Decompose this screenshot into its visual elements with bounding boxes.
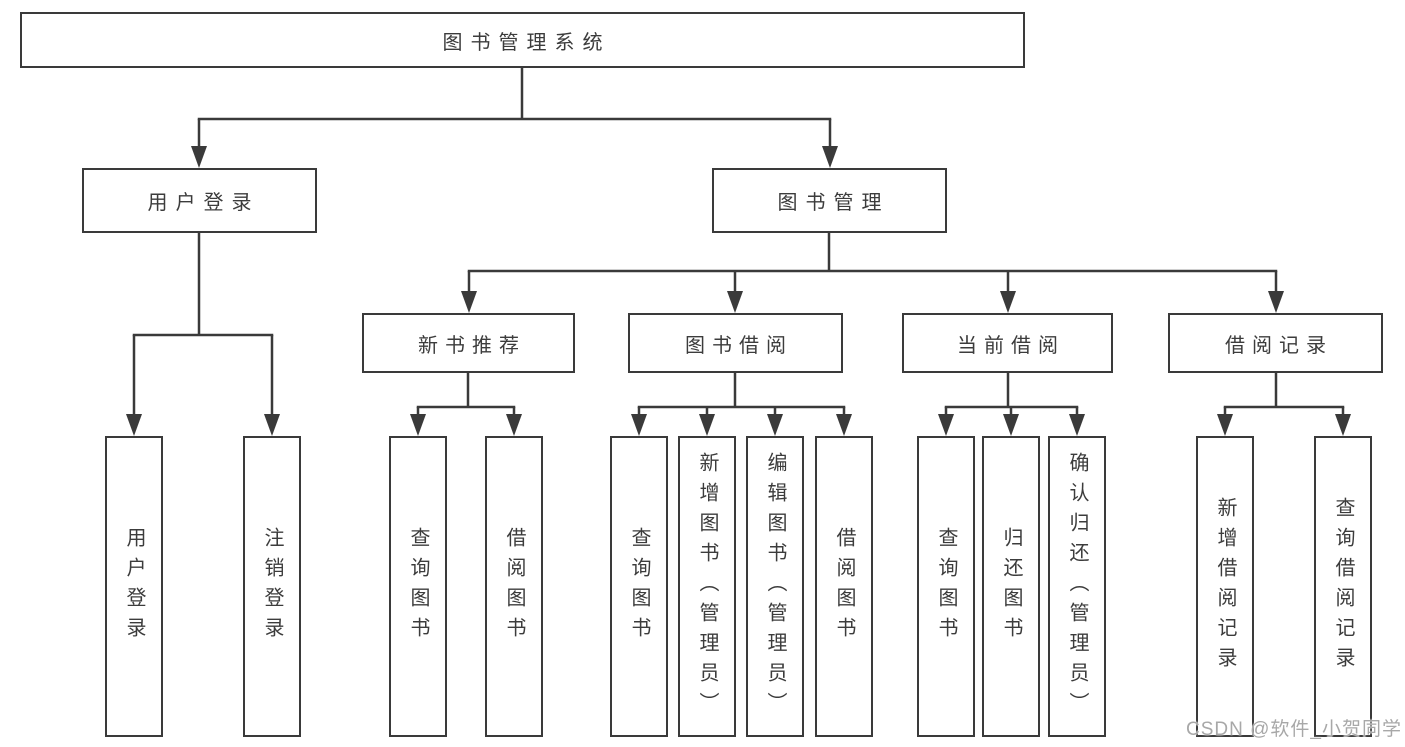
leaf-label: 新增借阅记录 [1214,496,1236,677]
leaf-add-books-admin: 新增图书（管理员） [678,436,736,737]
leaf-return-books: 归还图书 [982,436,1040,737]
leaf-borrow-books: 借阅图书 [485,436,543,737]
leaf-borrow-books: 借阅图书 [815,436,873,737]
node-current-borrow: 当前借阅 [902,313,1113,373]
leaf-query-borrow-record: 查询借阅记录 [1314,436,1372,737]
leaf-query-books: 查询图书 [389,436,447,737]
node-borrow-records: 借阅记录 [1168,313,1383,373]
csdn-watermark: CSDN @软件_小贺同学 [1186,719,1402,740]
node-book-management: 图书管理 [712,168,947,233]
leaf-label: 编辑图书（管理员） [764,451,786,722]
node-library-system: 图书管理系统 [20,12,1025,68]
leaf-label: 查询图书 [628,526,650,647]
node-book-borrow: 图书借阅 [628,313,843,373]
leaf-label: 查询图书 [407,526,429,647]
leaf-label: 确认归还（管理员） [1066,451,1088,722]
leaf-label: 用户登录 [123,526,145,647]
leaf-query-books: 查询图书 [610,436,668,737]
leaf-label: 归还图书 [1000,526,1022,647]
leaf-label: 借阅图书 [503,526,525,647]
leaf-label: 借阅图书 [833,526,855,647]
leaf-query-books: 查询图书 [917,436,975,737]
leaf-label: 查询图书 [935,526,957,647]
leaf-logout: 注销登录 [243,436,301,737]
leaf-edit-books-admin: 编辑图书（管理员） [746,436,804,737]
leaf-confirm-return-admin: 确认归还（管理员） [1048,436,1106,737]
leaf-label: 新增图书（管理员） [696,451,718,722]
leaf-user-login: 用户登录 [105,436,163,737]
leaf-label: 注销登录 [261,526,283,647]
leaf-label: 查询借阅记录 [1332,496,1354,677]
node-new-book-recommend: 新书推荐 [362,313,575,373]
node-user-login: 用户登录 [82,168,317,233]
leaf-add-borrow-record: 新增借阅记录 [1196,436,1254,737]
